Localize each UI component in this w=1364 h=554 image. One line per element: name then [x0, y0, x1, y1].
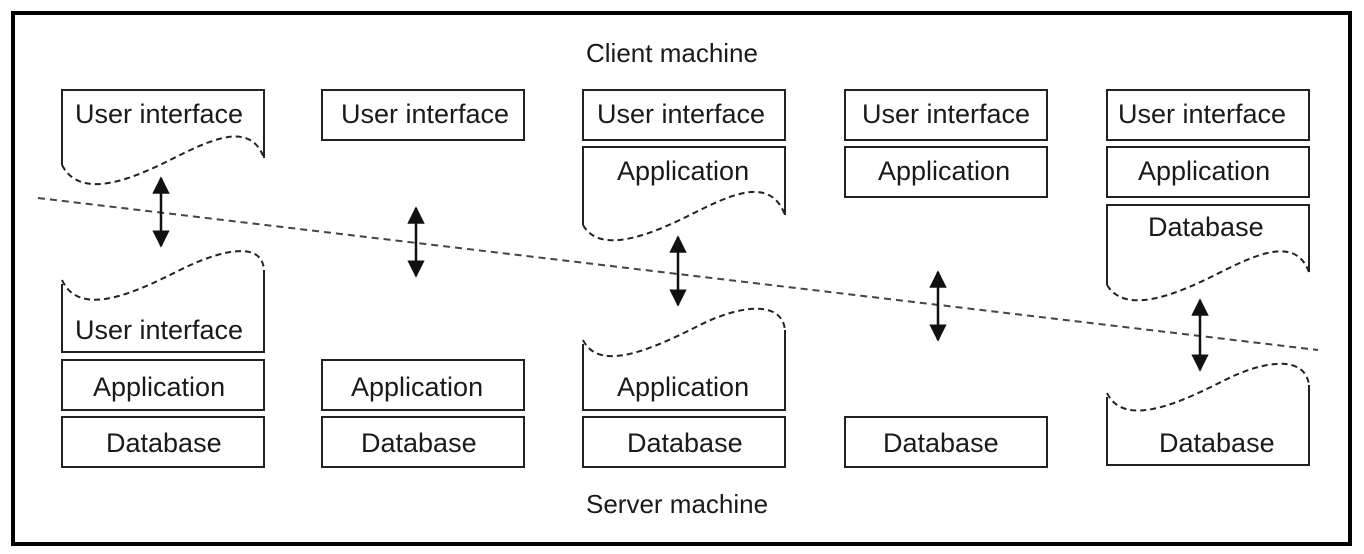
- col1-app-label: Application: [93, 372, 226, 402]
- col2-ui-box: [321, 89, 525, 141]
- col3-ui-label: User interface: [597, 99, 766, 129]
- col3-client-app-cut: [582, 190, 786, 242]
- col3-server-app-box: [582, 330, 786, 411]
- col3-server-app-label: Application: [617, 372, 750, 402]
- col5-ui-label: User interface: [1118, 99, 1287, 129]
- col5-client-db-box: [1106, 204, 1310, 285]
- col4-ui-box: [844, 89, 1048, 141]
- col1-server-ui-label: User interface: [75, 315, 244, 345]
- network-boundary-line: [37, 197, 1319, 351]
- col4-app-box: [844, 146, 1048, 198]
- server-machine-caption: Server machine: [586, 489, 769, 519]
- col5-server-db-label: Database: [1159, 428, 1275, 458]
- col3-server-app-cut: [582, 307, 786, 358]
- col5-server-db-box: [1106, 385, 1310, 466]
- col2-db-box: [321, 416, 525, 468]
- col2-db-label: Database: [361, 428, 477, 458]
- col1-db-label: Database: [106, 428, 222, 458]
- col3-db-label: Database: [627, 428, 743, 458]
- client-machine-caption: Client machine: [586, 38, 758, 68]
- col4-app-label: Application: [878, 156, 1011, 186]
- col2-app-label: Application: [351, 372, 484, 402]
- col1-app-box: [61, 359, 265, 411]
- col3-db-box: [582, 416, 786, 468]
- col1-db-box: [61, 416, 265, 468]
- col4-db-box: [844, 416, 1048, 468]
- col5-app-box: [1106, 146, 1310, 198]
- col5-server-db-cut: [1106, 362, 1310, 412]
- col2-app-box: [321, 359, 525, 411]
- col1-client-ui-label: User interface: [75, 99, 244, 129]
- col1-server-ui-box: [61, 270, 265, 353]
- col1-client-ui-box: [61, 89, 265, 165]
- col3-client-app-box: [582, 146, 786, 225]
- col1-server-ui-cut: [61, 250, 265, 301]
- col3-client-app-label: Application: [617, 156, 750, 186]
- col2-ui-label: User interface: [341, 99, 510, 129]
- col1-client-ui-cut: [61, 135, 265, 186]
- col5-ui-box: [1106, 89, 1310, 141]
- col5-client-db-label: Database: [1148, 212, 1264, 242]
- col5-app-label: Application: [1138, 156, 1271, 186]
- col5-client-db-cut: [1106, 250, 1310, 302]
- col4-ui-label: User interface: [862, 99, 1031, 129]
- col4-db-label: Database: [883, 428, 999, 458]
- col3-ui-box: [582, 89, 786, 141]
